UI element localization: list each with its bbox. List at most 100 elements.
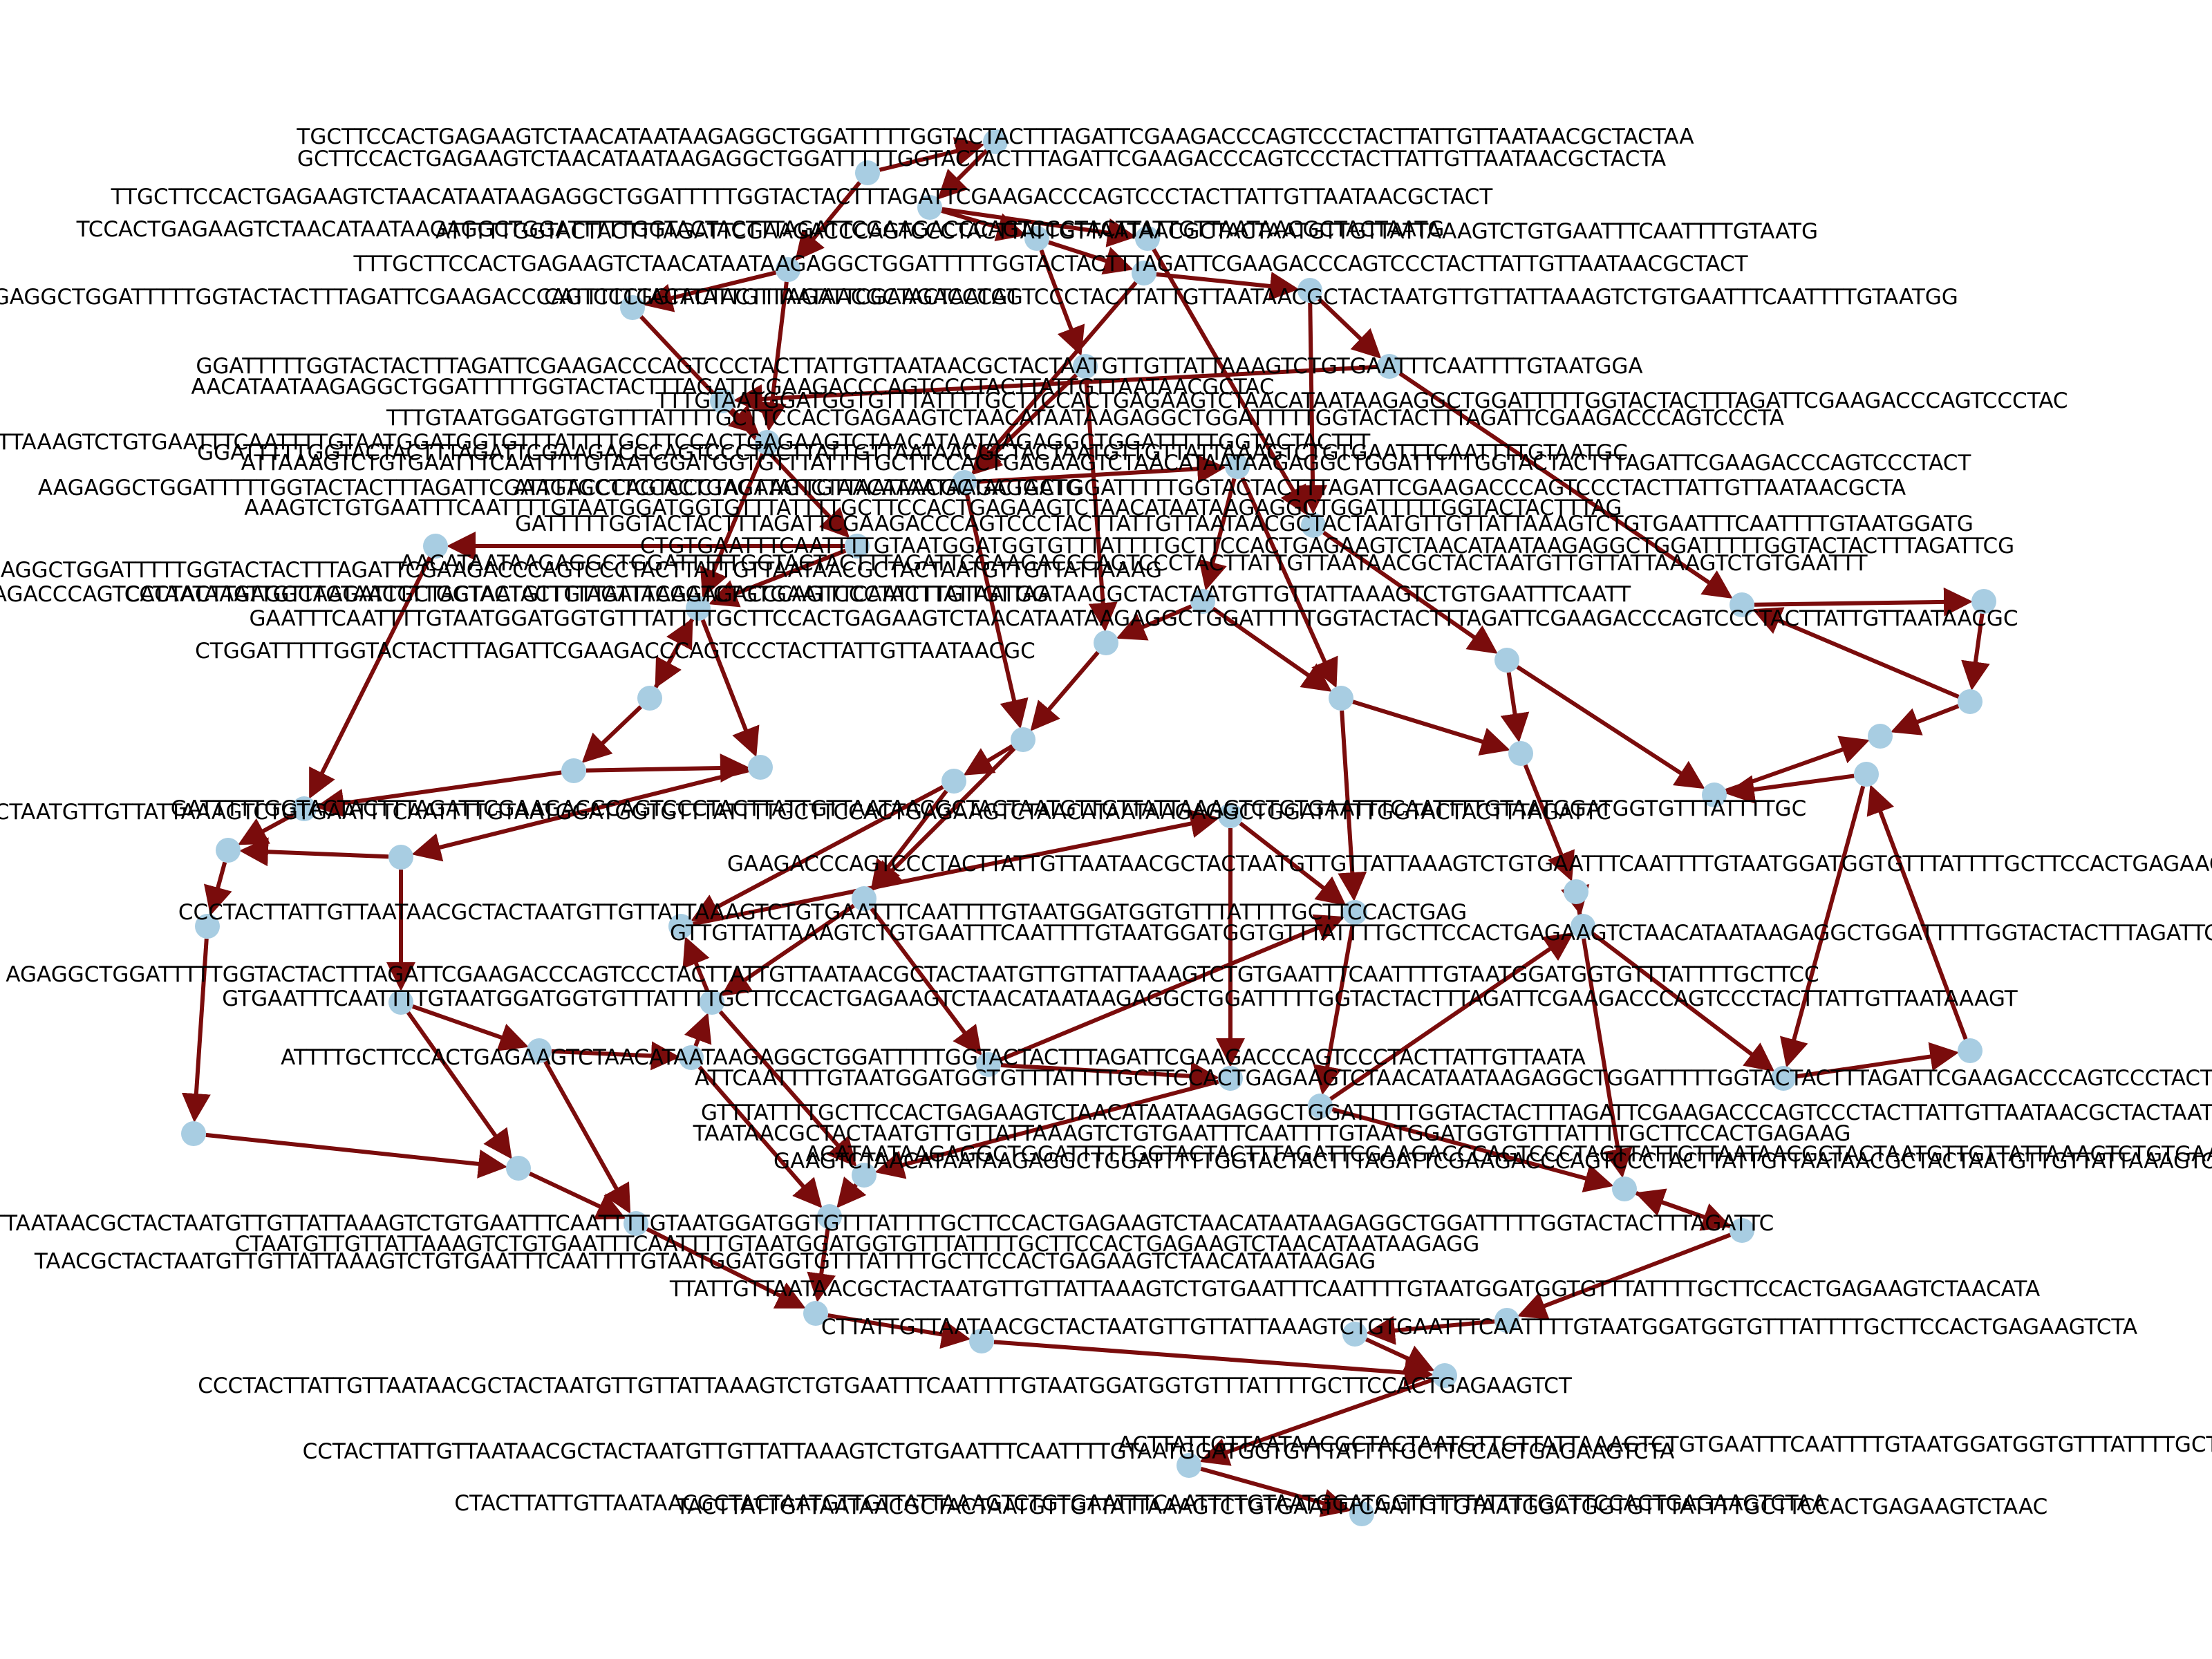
graph-edge-35 xyxy=(1365,1337,1435,1372)
graph-edge-41 xyxy=(581,705,643,763)
graph-edge-22 xyxy=(1725,774,1855,804)
graph-edge-84 xyxy=(653,618,693,688)
graph-node-51 xyxy=(1771,1066,1796,1091)
graph-edge-78 xyxy=(543,1060,631,1215)
graph-edge-8 xyxy=(1961,613,1990,691)
sequence-label: AAGAGGCTGGATTTTTGGTACTACTTTAGATTCGAAGACC… xyxy=(38,476,1082,500)
graph-node-36 xyxy=(388,845,413,870)
graph-edge-21 xyxy=(1866,784,1968,1040)
graph-edge-31 xyxy=(1331,1107,1614,1192)
graph-node-37 xyxy=(195,914,220,939)
graph-node-17 xyxy=(423,534,448,559)
sequence-label: ACTTATTGTTAATAACGCTACTAATGTTGTTATTAAAGTC… xyxy=(1118,1432,2212,1457)
graph-edge-49 xyxy=(827,1313,971,1349)
graph-node-30 xyxy=(561,758,586,783)
sequence-label: ATTTTGCTTCCACTGAGAAGTCTAACATAATAAGAGGCTG… xyxy=(281,1045,1586,1070)
graph-edge-79 xyxy=(758,281,789,432)
graph-node-49 xyxy=(1218,1066,1243,1091)
graph-edge-70 xyxy=(1084,378,1118,632)
graph-node-38 xyxy=(668,914,693,939)
sequence-label: GATTTTTGGTACTACTTTAGATTCGAAGACCCAGTCCCTA… xyxy=(515,512,1974,536)
sequence-label: CGGATTTTTGGTACTACTTTAGATTCGAAGACCCAGTCCC… xyxy=(0,582,1049,607)
graph-node-8 xyxy=(1297,278,1322,303)
sequence-label: CCCTACTTATTGTTAATAACGCTACTAATGTTGTTATTAA… xyxy=(198,1374,1573,1398)
graph-edge-45 xyxy=(181,938,211,1123)
graph-edge-53 xyxy=(1030,650,1100,731)
sequence-label: ATTTTTGGTACTACTTTAGATTCGAAGACCCAGTCCCTAC… xyxy=(435,219,1818,244)
graph-edge-91 xyxy=(1780,785,1866,1068)
graph-edge-68 xyxy=(1239,821,1347,906)
graph-edge-5 xyxy=(1317,297,1382,359)
sequence-label: CATAATAAGAGGCTGGATTTTTGGTACTACTTTAGATTCG… xyxy=(125,582,1631,607)
graph-node-22 xyxy=(1494,648,1519,673)
sequence-label: CTGGATTTTTGGTACTACTTTAGATTCGAAGACCCAGTCC… xyxy=(195,639,1035,664)
graph-edge-1 xyxy=(937,149,988,200)
graph-edge-50 xyxy=(993,1340,1434,1387)
sequence-label: TCCACTGAGAAGTCTAACATAATAAGAGGCTGGATTTTTG… xyxy=(76,217,1445,242)
sequence-label: TAATAACGCTACTAATGTTGTTATTAAAGTCTGTGAATTT… xyxy=(693,1121,1851,1146)
graph-node-27 xyxy=(1329,686,1353,711)
graph-edge-28 xyxy=(1212,606,1332,692)
graph-edge-0 xyxy=(879,137,985,172)
graph-node-25 xyxy=(1868,724,1893,749)
graph-edge-10 xyxy=(795,181,861,261)
graph-edge-66 xyxy=(682,936,710,992)
graph-edge-76 xyxy=(1575,903,1633,1179)
graph-node-11 xyxy=(710,388,735,413)
sequence-label: ATAACGCTACTAATGTTGTTATTAAAGTCTGTGAATTTCA… xyxy=(0,800,1611,825)
graph-node-5 xyxy=(1132,261,1156,285)
graph-edge-93 xyxy=(721,903,855,996)
graph-edge-82 xyxy=(238,837,389,867)
graph-node-57 xyxy=(1612,1177,1637,1201)
sequence-label: CTAATGTTGTTATTAAAGTCTGTGAATTTCAATTTTGTAA… xyxy=(235,1232,1479,1257)
graph-edge-57 xyxy=(1000,1061,1220,1091)
graph-edge-80 xyxy=(1116,604,1192,641)
sequence-label: CTGTGAATTTCAATTTTGTAATGGATGGTGTTTATTTTGC… xyxy=(640,534,2014,559)
sequence-label: CCCTACTTATTGTTAATAACGCTACTAATGTTGTTATTAA… xyxy=(178,900,1467,925)
graph-edge-94 xyxy=(999,914,1345,1062)
sequence-label: CTTATTGTTAATAACGCTACTAATGTTGTTATTAAAGTCT… xyxy=(821,1315,2137,1340)
sequence-label: AACATAATAAGAGGCTGGATTTTTGGTACTACTTTAGATT… xyxy=(400,551,1868,576)
sequence-label: TTATTGTTAATAACGCTACTAATGTTGTTATTAAAGTCTG… xyxy=(669,1277,2040,1302)
graph-node-59 xyxy=(817,1204,842,1229)
graph-node-0 xyxy=(983,129,1008,154)
graph-node-1 xyxy=(855,160,880,185)
graph-node-40 xyxy=(1342,900,1367,925)
graph-edge-86 xyxy=(1329,932,1574,1101)
graph-edge-7 xyxy=(1754,587,1974,617)
graph-edge-46 xyxy=(205,1132,508,1179)
graph-node-21 xyxy=(1971,589,1996,614)
sequence-label: ATTTTGCTTCCACTGAGAAGTCTAACATAATAAGAGGCTG… xyxy=(514,476,1906,500)
graph-node-48 xyxy=(976,1052,1001,1077)
graph-node-34 xyxy=(1702,782,1727,807)
graph-node-63 xyxy=(1494,1308,1519,1333)
edge-layer xyxy=(181,137,1990,1517)
graph-node-2 xyxy=(917,195,942,220)
graph-edge-36 xyxy=(1199,1378,1434,1466)
graph-node-41 xyxy=(1564,879,1588,904)
graph-edge-26 xyxy=(976,454,1227,484)
graph-node-6 xyxy=(776,257,800,282)
graph-node-62 xyxy=(1342,1322,1367,1347)
sequence-label: ACATAATAAGAGGCTGGATTTTTGGTACTACTTTAGATTC… xyxy=(0,558,1162,583)
sequence-label: GAAGTCTAACATAATAAGAGGCTGGATTTTTGGTACTACT… xyxy=(774,1149,2212,1174)
graph-edge-92 xyxy=(1298,302,1328,515)
graph-edge-3 xyxy=(1048,240,1134,275)
graph-node-47 xyxy=(527,1038,552,1063)
graph-node-7 xyxy=(620,295,645,320)
graph-node-23 xyxy=(1094,630,1118,655)
graph-edge-56 xyxy=(870,907,982,1056)
graph-node-4 xyxy=(1135,226,1160,251)
sequence-label: TTGCTTCCACTGAGAAGTCTAACATAATAAGAGGCTGGAT… xyxy=(111,185,1494,209)
graph-edge-59 xyxy=(836,1176,867,1208)
graph-edge-6 xyxy=(1398,371,1733,599)
graph-node-32 xyxy=(1218,803,1243,828)
graph-node-52 xyxy=(1958,1038,1983,1063)
sequence-label: AAAGTCTGTGAATTTCAATTTTGTAATGGATGGTGTTTAT… xyxy=(244,496,1622,521)
graph-edge-72 xyxy=(700,619,760,758)
sequence-label: AACATAATAAGAGGCTGGATTTTTGGTACTACTTTAGATT… xyxy=(191,375,1274,400)
graph-node-43 xyxy=(1854,762,1879,787)
graph-edge-95 xyxy=(697,1065,823,1208)
sequence-label: AGAGGCTGGATTTTTGGTACTACTTTAGATTCGAAGACCC… xyxy=(6,962,1819,987)
